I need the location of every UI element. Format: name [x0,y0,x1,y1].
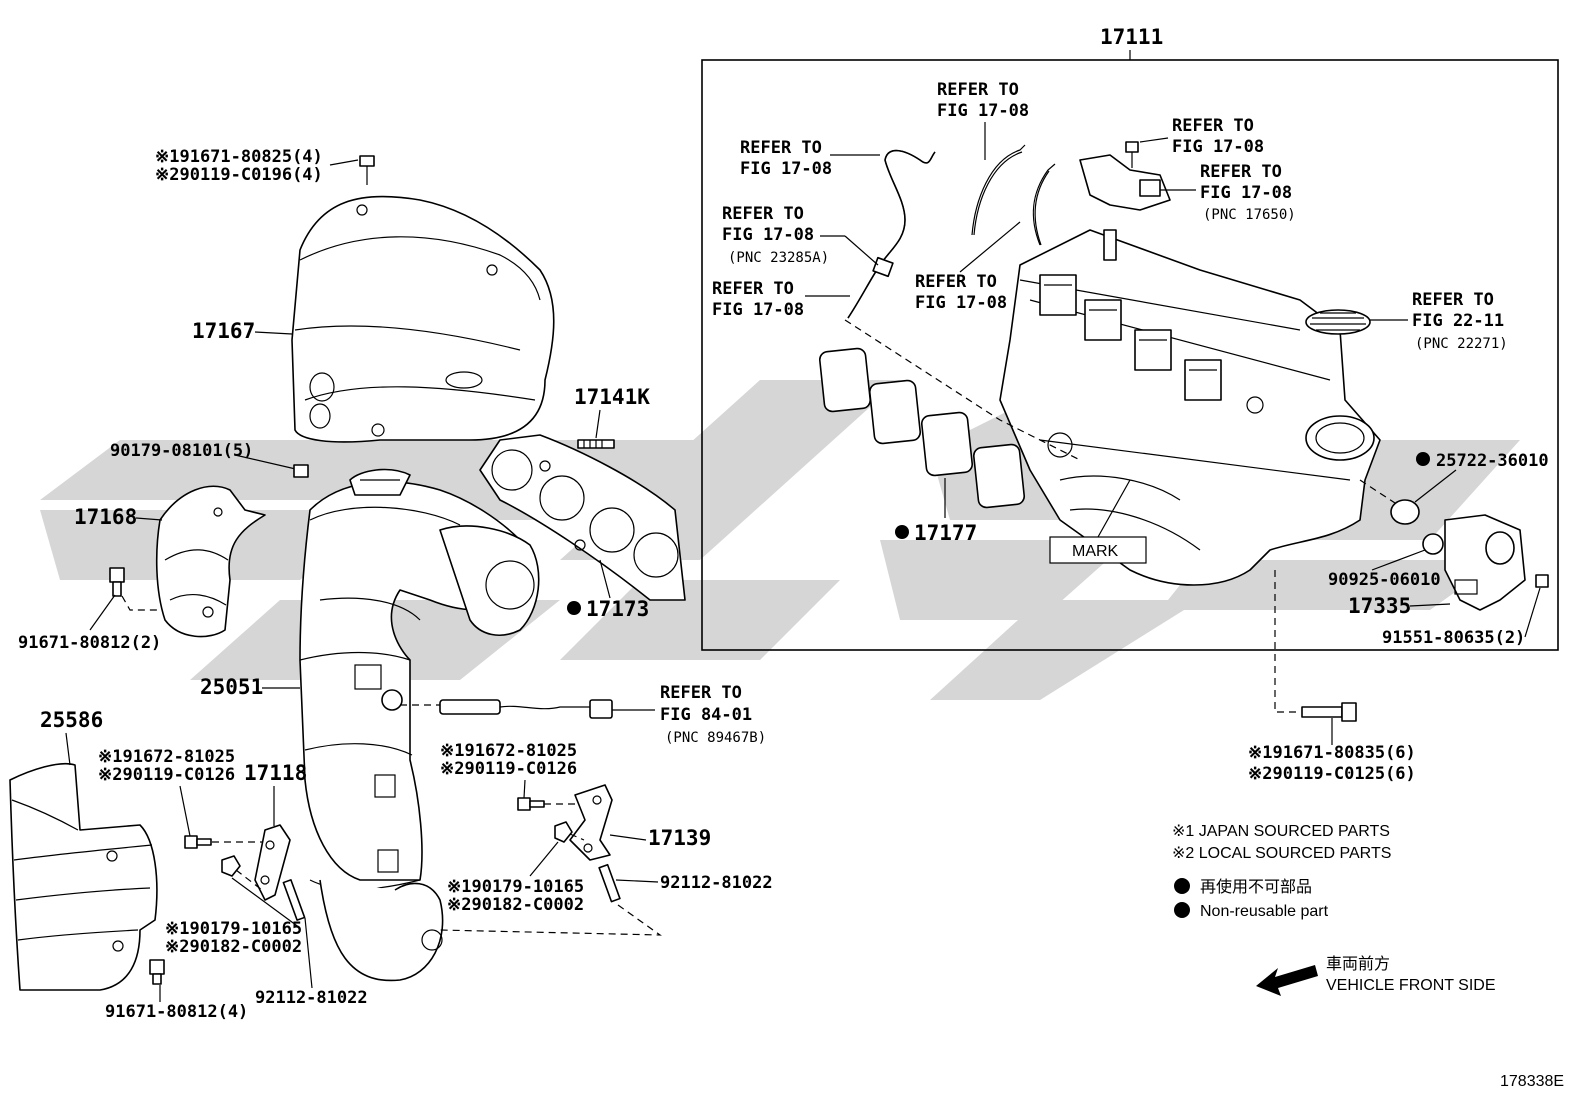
label-ref3-a: REFER TO [722,204,804,224]
legend-nonreuse-jp: 再使用不可部品 [1200,878,1312,896]
label-ref4-a: REFER TO [712,279,794,299]
exhaust-manifold-25051 [299,468,540,982]
label-17118: 17118 [244,761,307,785]
label-ref6-a: REFER TO [1172,116,1254,136]
label-17141k: 17141K [574,385,650,409]
stud-17141k [577,439,615,449]
label-25722-36010: 25722-36010 [1436,451,1549,471]
legend: ※1 JAPAN SOURCED PARTS ※2 LOCAL SOURCED … [1172,823,1391,920]
legend-dot-en [1174,902,1190,918]
label-90179-08101: 90179-08101(5) [110,441,253,461]
label-91671-80812-4: 91671-80812(4) [105,1002,248,1022]
bolt-mid [517,797,545,811]
label-ref5-b: FIG 17-08 [915,293,1007,313]
mark-box-label: MARK [1072,543,1119,560]
bolt-heat-insulator-top [359,155,375,185]
label-17335: 17335 [1348,594,1411,618]
label-90925-06010: 90925-06010 [1328,570,1441,590]
label-heat-bolt-1: ※191671-80825(4) [155,147,323,167]
label-heat-bolt-2: ※290119-C0196(4) [155,165,323,185]
label-stud-mid: 92112-81022 [660,873,773,893]
label-ref2211-c: (PNC 22271) [1415,336,1508,352]
label-stud-left: 92112-81022 [255,988,368,1008]
mark-box [1049,536,1147,564]
label-left-bolt-2: ※290119-C0126 [98,765,235,785]
bolt-91671-80812-4 [149,959,165,985]
label-17173: 17173 [586,597,649,621]
legend-note-1: ※1 JAPAN SOURCED PARTS [1172,823,1390,840]
label-ref1-b: FIG 17-08 [937,101,1029,121]
label-left-bolt-1: ※191672-81025 [98,747,235,767]
gasket-90925 [1422,533,1444,555]
assembly-frame [701,59,1559,651]
legend-note-2: ※2 LOCAL SOURCED PARTS [1172,845,1391,862]
intake-manifold [999,229,1381,586]
gasket-17177 [818,347,1026,509]
label-ref3-c: (PNC 23285A) [728,250,829,266]
label-ref2-a: REFER TO [740,138,822,158]
label-nut-left-2: ※290182-C0002 [165,937,302,957]
label-mid-bolt-2: ※290119-C0126 [440,759,577,779]
label-nut-left-1: ※190179-10165 [165,919,302,939]
label-nut-mid-2: ※290182-C0002 [447,895,584,915]
bolt-91671-80812-2 [109,567,125,597]
legend-nonreuse-en: Non-reusable part [1200,903,1329,920]
legend-dot-jp [1174,878,1190,894]
bolt-left-17118 [184,835,212,849]
label-ref7-a: REFER TO [1200,162,1282,182]
throttle-body-17335 [1444,514,1526,611]
label-25051: 25051 [200,675,263,699]
label-mid-bolt-1: ※191672-81025 [440,741,577,761]
bracket-17139 [569,784,613,861]
label-17167: 17167 [192,319,255,343]
label-91671-80835-2: ※290119-C0125(6) [1248,764,1416,784]
bracket-17118 [254,824,291,901]
label-ref2211-b: FIG 22-11 [1412,311,1504,331]
label-17177: 17177 [914,521,977,545]
diagram-id: 178338E [1500,1073,1564,1090]
nut-mid [554,821,573,843]
label-17139: 17139 [648,826,711,850]
oxygen-sensor [439,699,613,719]
label-ref7-b: FIG 17-08 [1200,183,1292,203]
stud-left [282,879,306,921]
label-ref3-b: FIG 17-08 [722,225,814,245]
label-91551-80635: 91551-80635(2) [1382,628,1525,648]
bolt-91551 [1535,574,1549,588]
vehicle-front-arrow-icon [1256,965,1318,996]
intake-screen [1305,309,1371,335]
heat-insulator-17167 [291,195,555,443]
label-ref2211-a: REFER TO [1412,290,1494,310]
label-91671-80835-1: ※191671-80835(6) [1248,743,1416,763]
heat-insulator-17168 [155,485,266,638]
front-label-jp: 車両前方 [1326,955,1390,973]
label-ref4-b: FIG 17-08 [712,300,804,320]
heat-insulator-25586 [9,762,158,991]
bolt-90179 [293,464,309,478]
non-reusable-dot-17177 [895,525,909,539]
front-label-en: VEHICLE FRONT SIDE [1326,977,1496,994]
label-ref7-c: (PNC 17650) [1203,207,1296,223]
label-ref-8401-c: (PNC 89467B) [665,730,766,746]
label-ref5-a: REFER TO [915,272,997,292]
label-nut-mid-1: ※190179-10165 [447,877,584,897]
label-25586: 25586 [40,708,103,732]
non-reusable-dot-17173 [567,601,581,615]
label-ref-8401-b: FIG 84-01 [660,705,752,725]
stud-mid [598,863,621,903]
label-ref-8401-a: REFER TO [660,683,742,703]
gasket-17173 [479,434,686,601]
assembly-number: 17111 [1100,25,1163,49]
bolt-91671-80835 [1301,702,1357,722]
label-91671-80812-2: 91671-80812(2) [18,633,161,653]
vsv-bracket [1079,141,1171,211]
o-ring-25722 [1390,499,1420,525]
nut-left [221,855,241,877]
label-17168: 17168 [74,505,137,529]
label-ref2-b: FIG 17-08 [740,159,832,179]
label-ref6-b: FIG 17-08 [1172,137,1264,157]
non-reusable-dot-25722 [1416,452,1430,466]
label-ref1-a: REFER TO [937,80,1019,100]
